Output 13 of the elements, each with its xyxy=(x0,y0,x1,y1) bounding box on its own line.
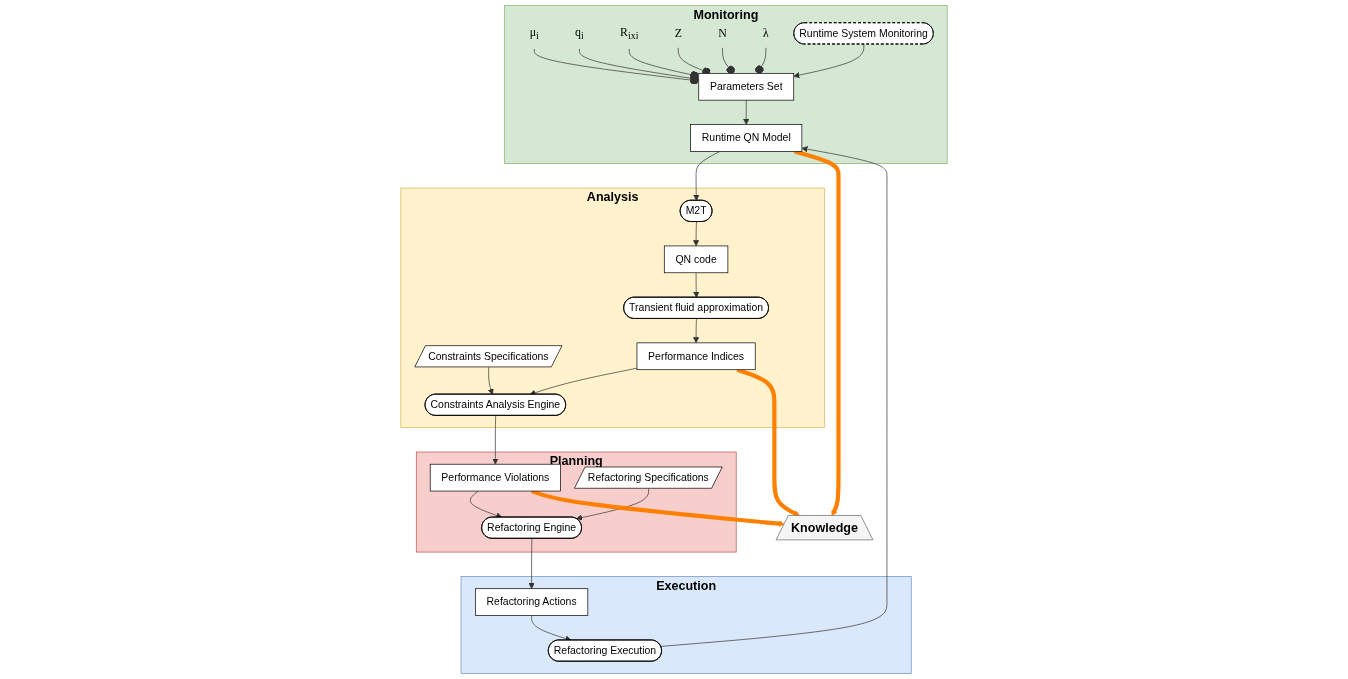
arrow xyxy=(794,149,841,517)
node-text: λ xyxy=(763,26,769,40)
node-box: Performance Violations xyxy=(429,463,561,492)
node-box: Performance Indices xyxy=(636,342,756,371)
node-text: Z xyxy=(674,26,682,40)
node-box: QN code xyxy=(663,245,729,274)
node-text: μ$_{i}$ xyxy=(529,25,539,42)
node-box: Parameters Set xyxy=(698,72,795,101)
node-text: N xyxy=(718,26,727,40)
node-text: R$_{ixi}$ xyxy=(620,25,639,42)
node-box: Runtime QN Model xyxy=(690,124,803,152)
node-box: Refactoring Actions xyxy=(475,588,589,616)
node-text: q$_{i}$ xyxy=(575,25,584,42)
